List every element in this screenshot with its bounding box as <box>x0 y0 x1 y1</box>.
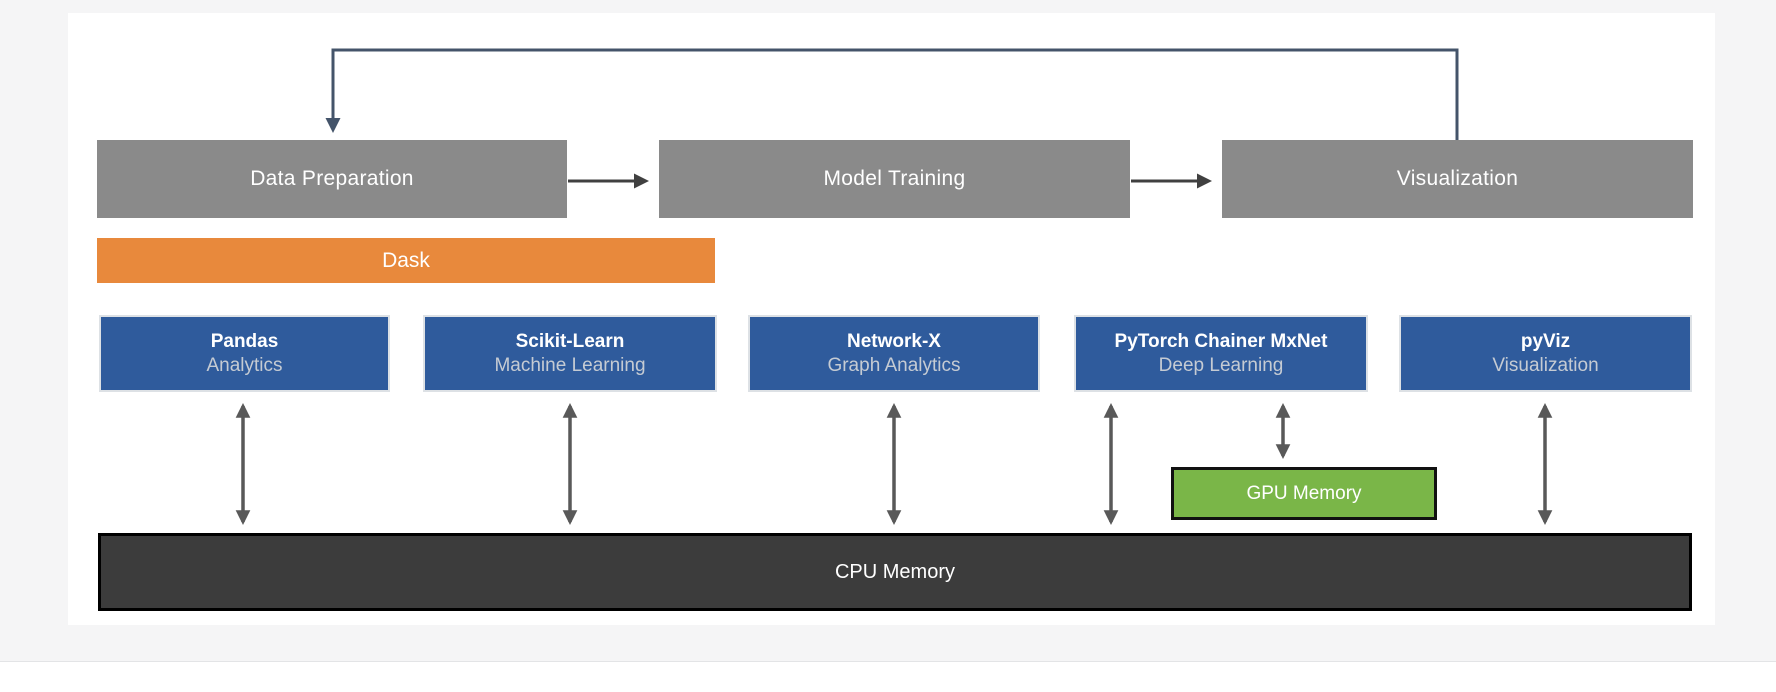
framework-box-network-x: Network-X Graph Analytics <box>748 315 1040 392</box>
framework-title: Pandas <box>210 330 279 352</box>
framework-box-pyviz: pyViz Visualization <box>1399 315 1692 392</box>
framework-subtitle: Machine Learning <box>494 354 646 376</box>
stage-label-visualization: Visualization <box>1396 167 1519 190</box>
stage-box-model-training: Model Training <box>659 140 1130 218</box>
gpu-memory-label: GPU Memory <box>1246 482 1362 504</box>
framework-title: PyTorch Chainer MxNet <box>1114 330 1328 352</box>
framework-title: Network-X <box>847 330 941 352</box>
stage-label-data-preparation: Data Preparation <box>250 167 414 190</box>
framework-subtitle: Analytics <box>206 354 283 376</box>
framework-subtitle: Deep Learning <box>1158 354 1284 376</box>
framework-title: Scikit-Learn <box>515 330 625 352</box>
stage-box-visualization: Visualization <box>1222 140 1693 218</box>
framework-box-pandas: Pandas Analytics <box>99 315 390 392</box>
stage-box-data-preparation: Data Preparation <box>97 140 567 218</box>
framework-box-deep-learning: PyTorch Chainer MxNet Deep Learning <box>1074 315 1368 392</box>
framework-subtitle: Visualization <box>1492 354 1599 376</box>
cpu-memory-label: CPU Memory <box>834 560 955 583</box>
dask-bar: Dask <box>97 238 715 283</box>
framework-box-scikit-learn: Scikit-Learn Machine Learning <box>423 315 717 392</box>
framework-title: pyViz <box>1520 330 1571 352</box>
gpu-memory-box: GPU Memory <box>1171 467 1437 520</box>
cpu-memory-bar: CPU Memory <box>98 533 1692 611</box>
dask-label: Dask <box>382 248 430 272</box>
framework-subtitle: Graph Analytics <box>827 354 961 376</box>
stage-label-model-training: Model Training <box>823 167 966 190</box>
